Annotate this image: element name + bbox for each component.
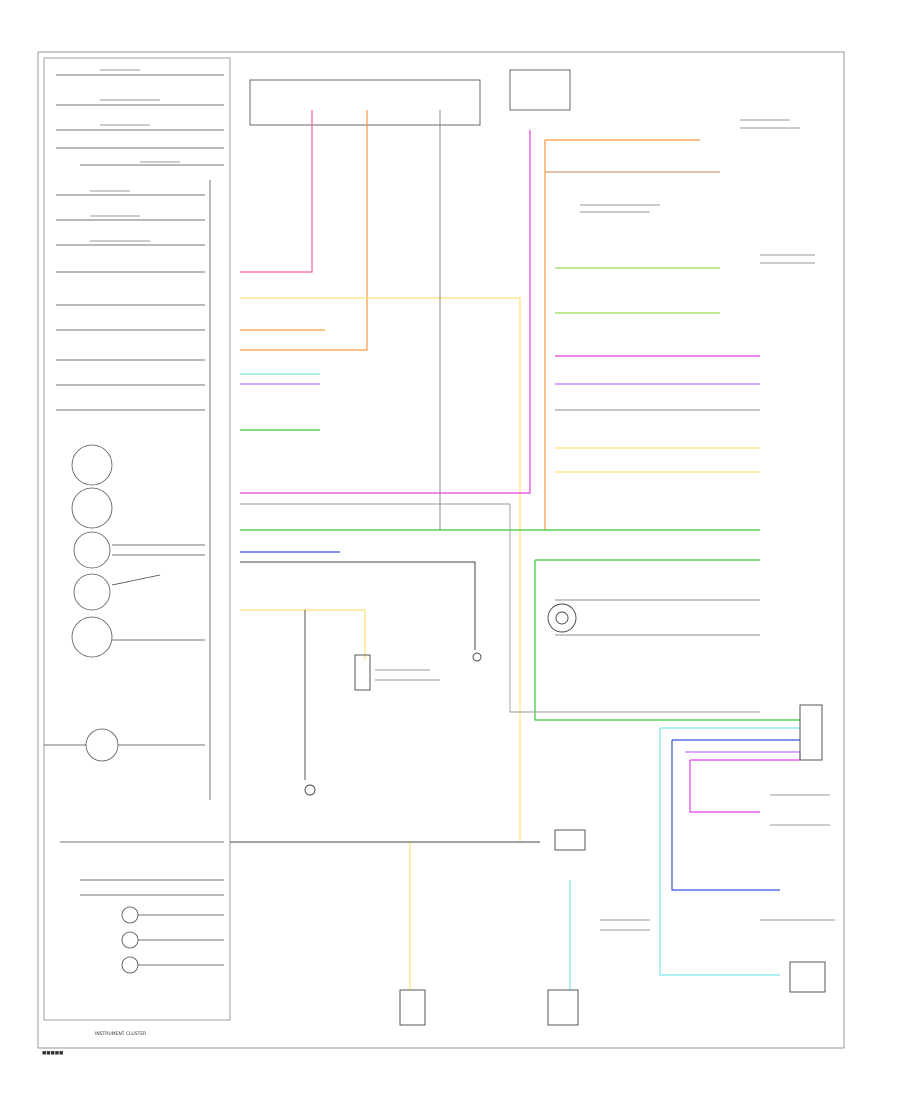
corner-mark: ■■■■■ [42, 1051, 63, 1056]
gauge-2 [71, 487, 113, 529]
wire-magenta-3 [689, 759, 800, 813]
wire-yellow [240, 297, 521, 842]
gauge-6 [85, 728, 119, 762]
top-fuse-block [249, 69, 571, 126]
ground-1 [304, 784, 316, 796]
gauge-1 [71, 444, 113, 486]
wire-cyan-2 [659, 727, 800, 976]
ground-2 [472, 652, 482, 662]
wire-blue-2 [671, 739, 800, 891]
gauge-leads [44, 544, 205, 746]
sensor-box-4 [789, 961, 826, 993]
wire-pink [240, 110, 313, 273]
wire-yellow-2 [240, 609, 366, 660]
footer-title: INSTRUMENT CLUSTER [95, 1031, 146, 1037]
gauge-4 [73, 573, 111, 611]
sensor-box-3 [547, 989, 579, 1026]
cluster-lamp-rows [56, 74, 224, 411]
cluster-lower-indicators [60, 841, 224, 974]
gauge-3 [73, 531, 111, 569]
cluster-gauges [71, 444, 119, 762]
sensor-box-2 [399, 989, 426, 1026]
brake-switch [554, 829, 586, 851]
sensor-box-1 [354, 654, 371, 691]
gauge-5 [71, 616, 113, 658]
wire-green-3 [534, 559, 800, 721]
components [304, 603, 826, 1026]
wire-black [240, 561, 476, 650]
connector-right [799, 704, 823, 761]
vss-sensor-inner [555, 611, 569, 625]
diagram-frame [37, 51, 845, 1049]
vss-sensor [547, 603, 577, 633]
instrument-cluster-outline [43, 57, 231, 1021]
wire-violet-3 [685, 751, 801, 760]
wire-gray-2 [240, 503, 760, 713]
wire-orange [240, 110, 368, 351]
label-glyph-rows [90, 69, 835, 931]
wire-magenta [240, 130, 531, 494]
